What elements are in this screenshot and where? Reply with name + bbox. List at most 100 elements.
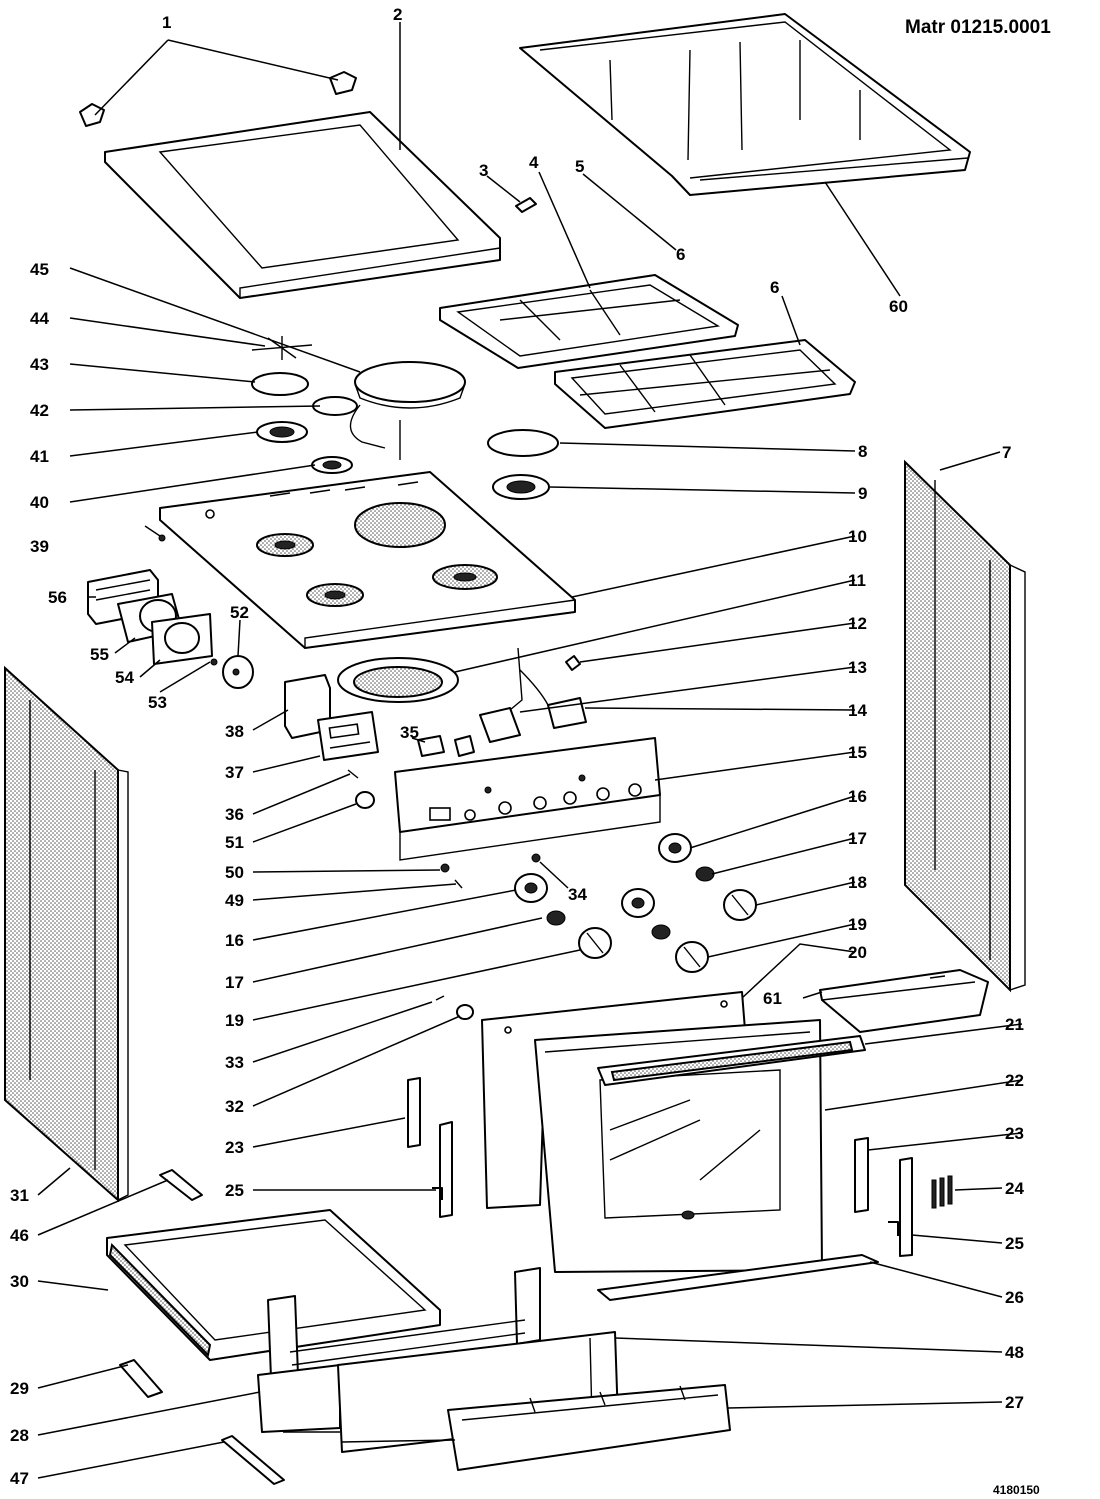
part-53 xyxy=(210,658,218,666)
label-1: 1 xyxy=(162,13,171,32)
part-thermostat-14 xyxy=(547,697,587,729)
part-hinge-23-left xyxy=(407,1077,421,1148)
part-knob-bezel-16 xyxy=(514,833,692,918)
label-50: 50 xyxy=(225,863,244,882)
label-32: 32 xyxy=(225,1097,244,1116)
part-hotplate-45 xyxy=(349,361,466,460)
label-53: 53 xyxy=(148,693,167,712)
model-number: Matr 01215.0001 xyxy=(905,17,1051,38)
part-screw-36 xyxy=(347,769,359,779)
label-17-right: 17 xyxy=(848,829,867,848)
part-49 xyxy=(454,879,463,889)
part-27 xyxy=(447,1384,731,1471)
label-42: 42 xyxy=(30,401,49,420)
label-40: 40 xyxy=(30,493,49,512)
part-24 xyxy=(931,1175,953,1209)
label-17-left: 17 xyxy=(225,973,244,992)
label-34: 34 xyxy=(568,885,587,904)
label-43: 43 xyxy=(30,355,49,374)
label-25-left: 25 xyxy=(225,1181,244,1200)
label-54: 54 xyxy=(115,668,134,687)
part-pan-support-6 xyxy=(554,339,856,429)
label-6-top: 6 xyxy=(676,245,685,264)
part-glass-lid xyxy=(104,111,501,299)
label-39: 39 xyxy=(30,537,49,556)
part-ring-11 xyxy=(337,657,459,703)
label-36: 36 xyxy=(225,805,244,824)
part-timer-37 xyxy=(317,711,379,761)
part-rail-26 xyxy=(597,1254,879,1301)
part-hinge-26-right xyxy=(888,1157,913,1257)
part-plinth-28 xyxy=(257,1364,341,1433)
part-side-panel-left-31 xyxy=(4,665,129,1203)
part-51 xyxy=(355,791,375,809)
label-26: 26 xyxy=(1005,1288,1024,1307)
label-49: 49 xyxy=(225,891,244,910)
label-12: 12 xyxy=(848,614,867,633)
part-pan-support-4 xyxy=(439,274,739,369)
label-22: 22 xyxy=(1005,1071,1024,1090)
label-5: 5 xyxy=(575,157,584,176)
label-9: 9 xyxy=(858,484,867,503)
part-burner-cap-43 xyxy=(251,372,309,396)
part-fan-cover-54 xyxy=(151,613,213,665)
label-28: 28 xyxy=(10,1426,29,1445)
diagram-code: 4180150 xyxy=(993,1483,1040,1497)
label-6: 6 xyxy=(770,278,779,297)
label-16-left: 16 xyxy=(225,931,244,950)
part-hob-10 xyxy=(159,471,576,649)
label-23-right: 23 xyxy=(1005,1124,1024,1143)
label-33: 33 xyxy=(225,1053,244,1072)
part-burner-cap-8 xyxy=(487,429,559,457)
label-31: 31 xyxy=(10,1186,29,1205)
part-spring-17 xyxy=(546,866,715,940)
part-33 xyxy=(435,995,445,1001)
label-4: 4 xyxy=(529,153,539,172)
label-38: 38 xyxy=(225,722,244,741)
label-20: 20 xyxy=(848,943,867,962)
label-29: 29 xyxy=(10,1379,29,1398)
label-55: 55 xyxy=(90,645,109,664)
label-13: 13 xyxy=(848,658,867,677)
label-46: 46 xyxy=(10,1226,29,1245)
label-30: 30 xyxy=(10,1272,29,1291)
label-18: 18 xyxy=(848,873,867,892)
label-15: 15 xyxy=(848,743,867,762)
part-screw-39 xyxy=(144,525,161,537)
label-60: 60 xyxy=(889,297,908,316)
label-24: 24 xyxy=(1005,1179,1024,1198)
label-35: 35 xyxy=(400,723,419,742)
part-50 xyxy=(440,863,450,873)
part-hinge-23-right xyxy=(854,1137,869,1213)
label-7: 7 xyxy=(1002,443,1011,462)
label-10: 10 xyxy=(848,527,867,546)
part-32 xyxy=(456,1004,474,1020)
part-29 xyxy=(119,1359,163,1398)
label-44: 44 xyxy=(30,309,49,328)
label-8: 8 xyxy=(858,442,867,461)
label-51: 51 xyxy=(225,833,244,852)
label-52: 52 xyxy=(230,603,249,622)
part-switch-35 xyxy=(417,735,445,757)
part-cover-60 xyxy=(519,13,971,196)
part-knob-18 xyxy=(578,889,757,973)
label-16-right: 16 xyxy=(848,787,867,806)
label-11: 11 xyxy=(848,571,866,590)
label-14: 14 xyxy=(848,701,867,720)
part-drawer-30 xyxy=(106,1209,441,1361)
label-3: 3 xyxy=(479,161,488,180)
label-37: 37 xyxy=(225,763,244,782)
part-44 xyxy=(251,336,313,360)
label-2: 2 xyxy=(393,5,402,24)
part-door-handle-21 xyxy=(597,1035,866,1086)
part-lid-hinge-left xyxy=(79,103,105,127)
leader-lines xyxy=(37,22,1023,1479)
part-burner-40 xyxy=(311,456,353,474)
label-61: 61 xyxy=(763,989,782,1008)
part-burner-9 xyxy=(492,474,550,500)
part-12 xyxy=(565,655,581,671)
label-19-right: 19 xyxy=(848,915,867,934)
part-thermostat-13 xyxy=(479,647,549,743)
part-47 xyxy=(221,1435,285,1485)
label-48: 48 xyxy=(1005,1343,1024,1362)
